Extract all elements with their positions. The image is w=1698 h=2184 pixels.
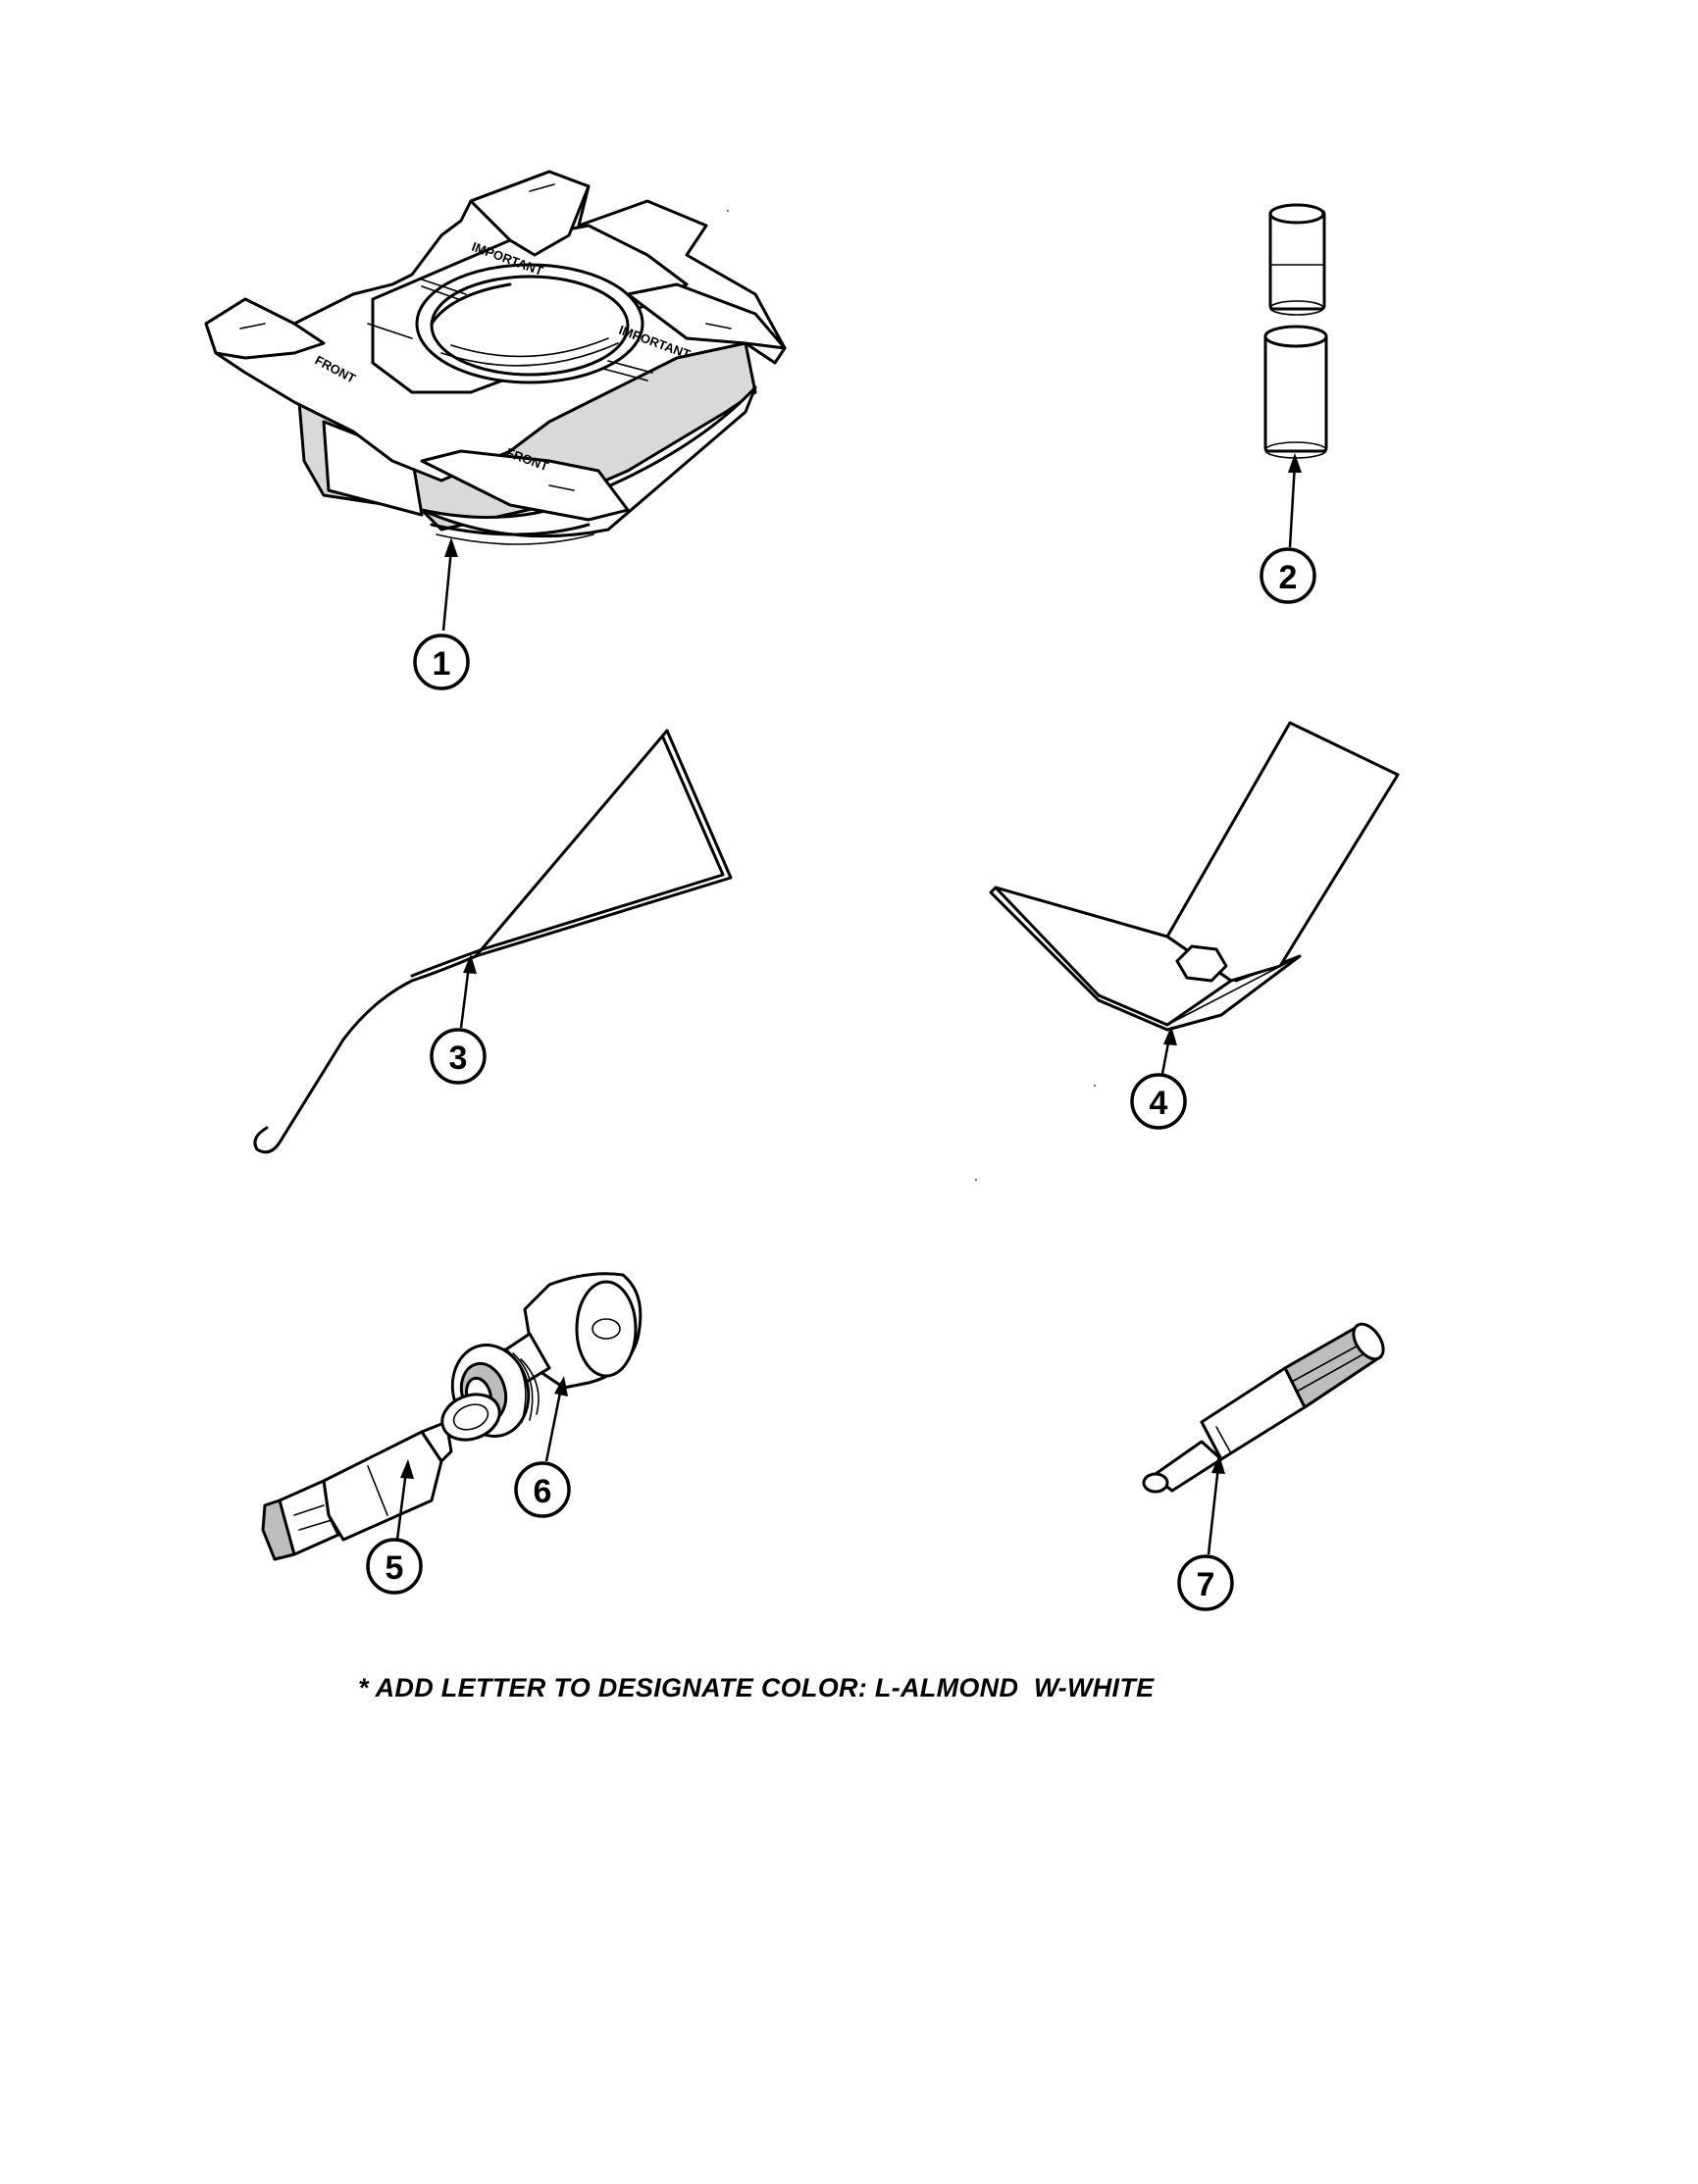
svg-text:6: 6 xyxy=(534,1473,552,1510)
hose-sleeves-icon xyxy=(1263,203,1328,459)
callout-6: 6 xyxy=(514,1461,571,1518)
leader-1 xyxy=(441,537,458,632)
speck xyxy=(974,1178,978,1182)
svg-text:4: 4 xyxy=(1150,1085,1168,1122)
hex-wrench-bracket-icon xyxy=(989,721,1400,1032)
color-designation-footnote: * ADD LETTER TO DESIGNATE COLOR: L-ALMON… xyxy=(358,1673,1155,1702)
leader-6 xyxy=(544,1376,568,1462)
leader-4 xyxy=(1160,1026,1177,1075)
callout-1: 1 xyxy=(413,634,470,690)
wire-hook-tool-icon xyxy=(253,729,733,1154)
callout-5: 5 xyxy=(366,1538,423,1595)
svg-text:1: 1 xyxy=(433,645,451,683)
leader-5 xyxy=(395,1459,414,1541)
callout-2: 2 xyxy=(1260,547,1316,604)
knurled-pin-icon xyxy=(1142,1322,1385,1494)
socket-adapter-icon xyxy=(440,1272,643,1442)
callout-3: 3 xyxy=(430,1028,487,1085)
speck xyxy=(1093,1084,1097,1088)
cardboard-shipping-pad-icon: IMPORTANT IMPORTANT FRONT FRONT xyxy=(204,170,787,545)
svg-text:7: 7 xyxy=(1197,1566,1215,1603)
torx-bit-icon xyxy=(261,1420,453,1561)
svg-text:5: 5 xyxy=(386,1549,404,1587)
speck xyxy=(726,209,730,213)
callout-4: 4 xyxy=(1130,1073,1187,1130)
callout-7: 7 xyxy=(1177,1554,1234,1611)
svg-text:3: 3 xyxy=(449,1040,468,1077)
svg-text:2: 2 xyxy=(1279,559,1298,596)
leader-3 xyxy=(459,954,477,1029)
leader-7 xyxy=(1207,1454,1225,1555)
leader-2 xyxy=(1288,453,1302,548)
